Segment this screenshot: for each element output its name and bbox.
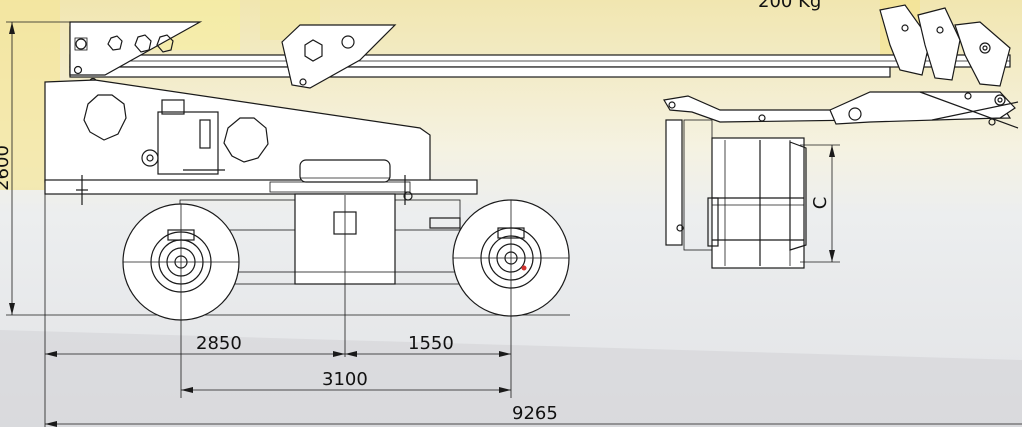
jib-arm xyxy=(663,4,1019,251)
work-basket xyxy=(707,137,807,269)
dim-center-to-rear-label: 1550 xyxy=(408,333,454,354)
front-wheel xyxy=(122,203,240,321)
dim-wheelbase-label: 3100 xyxy=(322,369,368,390)
length-dimensions: 2850 1550 3100 9265 xyxy=(44,82,1022,427)
rear-wheel xyxy=(452,199,570,317)
dim-overall-length-label: 9265 xyxy=(512,403,558,424)
basket-height-label: C xyxy=(810,197,831,210)
height-dimension: 2600 xyxy=(0,21,570,316)
dim-front-to-center-label: 2850 xyxy=(196,333,242,354)
telescopic-boom xyxy=(69,21,1011,89)
basket-height-dimension: C xyxy=(800,144,840,263)
height-dimension-label: 2600 xyxy=(0,145,13,191)
load-capacity-label: 200 Kg xyxy=(758,0,821,12)
turret-body xyxy=(44,79,478,357)
